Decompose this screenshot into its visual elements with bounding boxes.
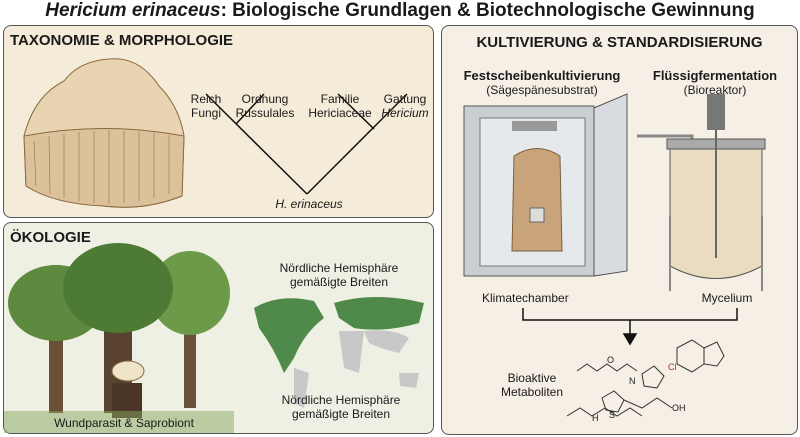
atom-o: O <box>607 355 615 365</box>
atom-s: S <box>609 410 616 420</box>
reactor-caption: Mycelium <box>701 291 753 305</box>
cultivation-panel: KULTIVIERUNG & STANDARDISIERUNG Festsche… <box>441 25 798 435</box>
chemical-structures-icon <box>566 339 725 417</box>
title-species: Hericium erinaceus <box>45 0 221 21</box>
atom-oh: OH <box>672 403 686 413</box>
merge-arrow <box>522 308 738 346</box>
title-rest: : Biologische Grundlagen & Biotechnologi… <box>220 0 755 21</box>
tree-caption: Wundparasit & Saprobiont <box>54 416 194 430</box>
cultivation-illustration <box>463 93 766 417</box>
liquid-method: Flüssigfermentation(Bioreaktor) <box>652 68 778 98</box>
page-title: Hericium erinaceus: Biologische Grundlag… <box>0 0 800 22</box>
taxonomy-heading: TAXONOMIE & MORPHOLOGIE <box>10 32 234 49</box>
species-label: H. erinaceus <box>275 197 343 211</box>
atom-cl: Cl <box>668 362 677 372</box>
bioreactor-icon <box>637 94 766 291</box>
forest-trees-icon <box>4 243 234 433</box>
world-map-icon <box>254 297 424 408</box>
climate-chamber-icon <box>463 93 628 277</box>
ecology-heading: ÖKOLOGIE <box>10 229 91 246</box>
taxonomy-illustration <box>23 58 408 208</box>
solid-method: Festscheibenkultivierung(Sägespänesubstr… <box>463 68 621 98</box>
cladogram <box>205 93 408 195</box>
atom-n: N <box>629 376 636 386</box>
cultivation-heading: KULTIVIERUNG & STANDARDISIERUNG <box>476 34 763 51</box>
atom-h: H <box>592 413 599 423</box>
lions-mane-mushroom-icon <box>23 58 185 208</box>
chamber-caption: Klimatechamber <box>482 291 569 305</box>
ecology-illustration <box>4 243 424 433</box>
